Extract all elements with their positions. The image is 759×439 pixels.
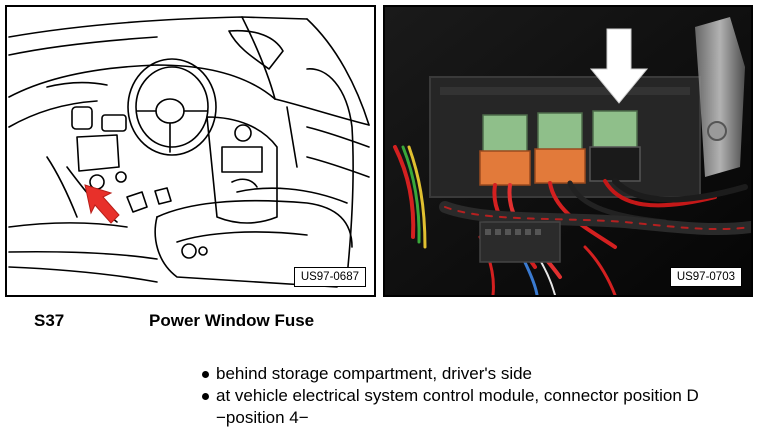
location-item-text: behind storage compartment, driver's sid…: [216, 364, 533, 383]
red-arrow-icon: [84, 184, 120, 224]
location-list: behind storage compartment, driver's sid…: [200, 363, 740, 429]
right-figure-reference: US97-0703: [669, 267, 742, 287]
fuse-title: Power Window Fuse: [149, 311, 315, 330]
relay-1: [479, 114, 531, 186]
location-item: at vehicle electrical system control mod…: [200, 385, 740, 429]
relay-3: [589, 110, 641, 182]
fuse-module-drawing: [385, 7, 751, 295]
left-figure-reference: US97-0687: [293, 267, 366, 287]
location-item: behind storage compartment, driver's sid…: [200, 363, 740, 385]
bullet-icon: [202, 393, 209, 400]
car-interior-illustration: US97-0687: [5, 5, 376, 297]
white-arrow-icon: [589, 28, 649, 104]
interior-line-drawing: [8, 16, 370, 288]
fuse-code: S37: [34, 311, 65, 330]
bullet-icon: [202, 371, 209, 378]
relay-2: [534, 112, 586, 184]
location-item-text: at vehicle electrical system control mod…: [216, 386, 699, 427]
fuse-module-photo: US97-0703: [383, 5, 753, 297]
